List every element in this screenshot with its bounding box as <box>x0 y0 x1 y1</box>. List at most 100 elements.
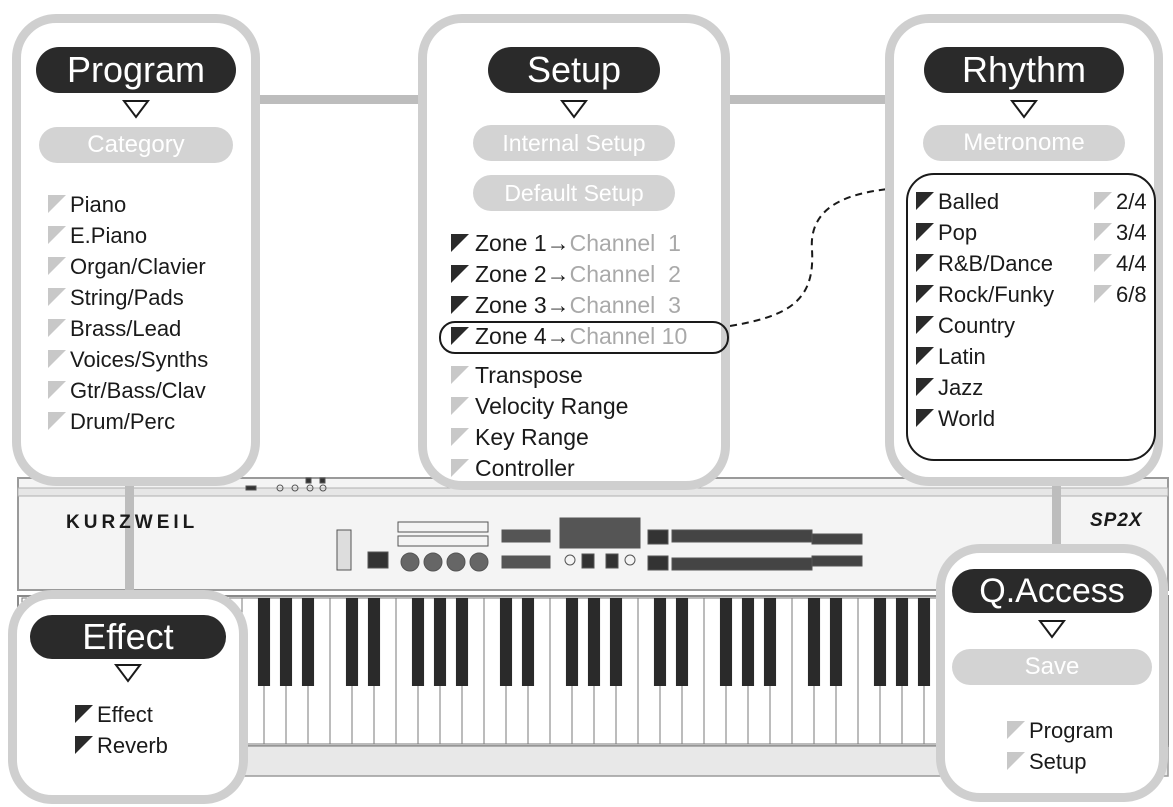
rhythm-style-list: Balled Pop R&B/Dance Rock/Funky Country … <box>916 186 1054 434</box>
black-key <box>587 598 601 686</box>
qaccess-list: Program Setup <box>1007 715 1113 777</box>
effect-panel: Effect Effect Reverb <box>8 590 248 804</box>
down-triangle-icon <box>114 664 142 683</box>
qaccess-panel: Q.Access Save Program Setup <box>936 544 1168 802</box>
zone-item[interactable]: Zone 4→Channel 10 <box>451 321 687 352</box>
setup-panel: Setup Internal Setup Default Setup Zone … <box>418 14 730 490</box>
triangle-marker-icon <box>75 705 93 723</box>
triangle-marker-icon <box>451 265 469 283</box>
triangle-marker-icon <box>916 223 934 241</box>
brand-logo: KURZWEIL <box>66 512 199 533</box>
list-item[interactable]: Reverb <box>75 730 168 761</box>
black-key <box>829 598 843 686</box>
list-item[interactable]: Voices/Synths <box>48 344 208 375</box>
black-key <box>609 598 623 686</box>
triangle-marker-icon <box>48 257 66 275</box>
black-key <box>873 598 887 686</box>
list-item[interactable]: String/Pads <box>48 282 208 313</box>
zone-item[interactable]: Zone 2→Channel 2 <box>451 259 687 290</box>
triangle-marker-icon <box>75 736 93 754</box>
list-item[interactable]: Pop <box>916 217 1054 248</box>
triangle-marker-icon <box>48 195 66 213</box>
list-item[interactable]: Jazz <box>916 372 1054 403</box>
metronome-button[interactable]: Metronome <box>923 125 1125 161</box>
triangle-marker-icon <box>451 366 469 384</box>
qaccess-title[interactable]: Q.Access <box>952 569 1152 613</box>
connector-program-setup <box>258 95 420 104</box>
list-item[interactable]: Transpose <box>451 360 628 391</box>
triangle-marker-icon <box>916 285 934 303</box>
rhythm-title[interactable]: Rhythm <box>924 47 1124 93</box>
triangle-marker-icon <box>48 350 66 368</box>
list-item[interactable]: Organ/Clavier <box>48 251 208 282</box>
list-item[interactable]: Latin <box>916 341 1054 372</box>
down-triangle-icon <box>1038 620 1066 639</box>
triangle-marker-icon <box>451 234 469 252</box>
down-triangle-icon <box>122 100 150 119</box>
rhythm-style-box <box>906 173 1156 461</box>
category-button[interactable]: Category <box>39 127 233 163</box>
default-setup-button[interactable]: Default Setup <box>473 175 675 211</box>
list-item[interactable]: World <box>916 403 1054 434</box>
model-logo: SP2X <box>1090 510 1143 531</box>
list-item[interactable]: Balled <box>916 186 1054 217</box>
list-item[interactable]: Country <box>916 310 1054 341</box>
list-item[interactable]: Rock/Funky <box>916 279 1054 310</box>
triangle-marker-icon <box>48 412 66 430</box>
triangle-marker-icon <box>916 316 934 334</box>
down-triangle-icon <box>560 100 588 119</box>
black-key <box>257 598 271 686</box>
list-item[interactable]: 2/4 <box>1094 186 1147 217</box>
triangle-marker-icon <box>916 192 934 210</box>
list-item[interactable]: E.Piano <box>48 220 208 251</box>
black-key <box>741 598 755 686</box>
triangle-marker-icon <box>48 226 66 244</box>
list-item[interactable]: Velocity Range <box>451 391 628 422</box>
program-category-list: Piano E.Piano Organ/Clavier String/Pads … <box>48 189 208 437</box>
list-item[interactable]: Controller <box>451 453 628 484</box>
effect-title[interactable]: Effect <box>30 615 226 659</box>
black-key <box>675 598 689 686</box>
list-item[interactable]: Setup <box>1007 746 1113 777</box>
list-item[interactable]: Effect <box>75 699 168 730</box>
program-panel: Program Category Piano E.Piano Organ/Cla… <box>12 14 260 486</box>
list-item[interactable]: Gtr/Bass/Clav <box>48 375 208 406</box>
setup-title[interactable]: Setup <box>488 47 660 93</box>
black-key <box>719 598 733 686</box>
rhythm-panel: Rhythm Metronome Balled Pop R&B/Dance Ro… <box>885 14 1163 486</box>
control-panel <box>245 477 863 572</box>
triangle-marker-icon <box>1007 752 1025 770</box>
triangle-marker-icon <box>451 296 469 314</box>
triangle-marker-icon <box>916 409 934 427</box>
black-key <box>301 598 315 686</box>
triangle-marker-icon <box>48 381 66 399</box>
zone-item[interactable]: Zone 1→Channel 1 <box>451 228 687 259</box>
list-item[interactable]: Drum/Perc <box>48 406 208 437</box>
zone-item[interactable]: Zone 3→Channel 3 <box>451 290 687 321</box>
list-item[interactable]: 6/8 <box>1094 279 1147 310</box>
list-item[interactable]: Piano <box>48 189 208 220</box>
list-item[interactable]: Key Range <box>451 422 628 453</box>
black-key <box>521 598 535 686</box>
connector-setup-rhythm <box>728 95 888 104</box>
connector-program-keyboard <box>125 486 134 594</box>
program-title[interactable]: Program <box>36 47 236 93</box>
save-button[interactable]: Save <box>952 649 1152 685</box>
list-item[interactable]: R&B/Dance <box>916 248 1054 279</box>
black-key <box>455 598 469 686</box>
list-item[interactable]: Program <box>1007 715 1113 746</box>
list-item[interactable]: 4/4 <box>1094 248 1147 279</box>
connector-rhythm-keyboard <box>1052 486 1061 546</box>
list-item[interactable]: 3/4 <box>1094 217 1147 248</box>
triangle-marker-icon <box>48 288 66 306</box>
triangle-marker-icon <box>916 347 934 365</box>
dashed-connector-arrow <box>729 187 897 327</box>
list-item[interactable]: Brass/Lead <box>48 313 208 344</box>
internal-setup-button[interactable]: Internal Setup <box>473 125 675 161</box>
triangle-marker-icon <box>1094 285 1112 303</box>
black-key <box>917 598 931 686</box>
setup-param-list: Transpose Velocity Range Key Range Contr… <box>451 360 628 484</box>
triangle-marker-icon <box>1094 192 1112 210</box>
triangle-marker-icon <box>916 254 934 272</box>
black-key <box>433 598 447 686</box>
